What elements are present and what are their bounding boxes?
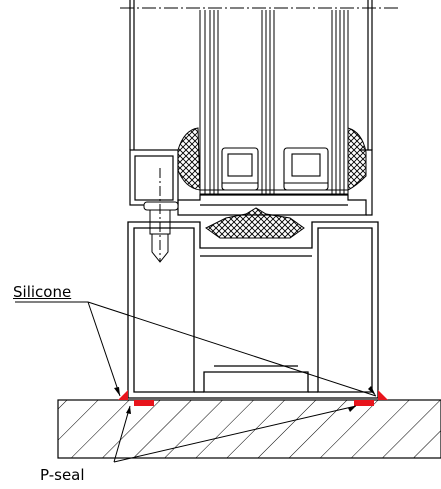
glazing-base xyxy=(200,182,348,195)
sash-walls xyxy=(129,0,373,150)
leader-arrowheads xyxy=(114,386,376,414)
left-glazing-gasket xyxy=(177,127,201,191)
sill-substrate xyxy=(57,399,441,459)
p-seal-right xyxy=(354,400,374,406)
label-silicone: Silicone xyxy=(13,283,72,301)
right-glazing-gasket xyxy=(347,127,367,191)
glass-panes xyxy=(199,10,349,195)
p-seal-left xyxy=(134,400,154,406)
leader-lines xyxy=(15,301,377,463)
silicone-bead-right xyxy=(378,390,388,400)
bottom-gasket xyxy=(205,207,305,239)
label-p-seal: P-seal xyxy=(40,466,85,484)
spacer-bars xyxy=(221,147,329,191)
silicone-bead-left xyxy=(118,390,128,400)
